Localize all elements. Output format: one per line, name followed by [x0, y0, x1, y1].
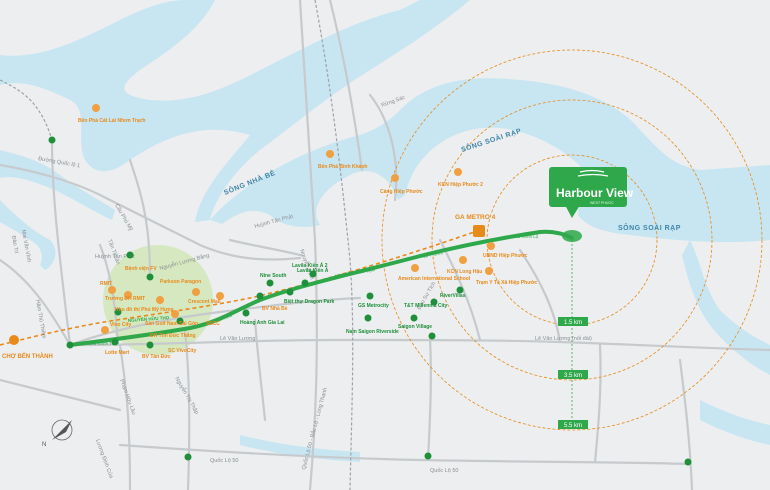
poi-cang-hiep-phuoc: Cảng Hiệp Phước	[380, 189, 423, 195]
road-le-van-luong-noi-dai: Lê Văn Lương (nối dài)	[535, 336, 592, 342]
poi-kcn-hiep-phuoc-2: KCN Hiệp Phước 2	[438, 182, 483, 188]
railway-line	[314, 0, 354, 490]
ben-thanh-icon	[9, 335, 19, 345]
road-huynh-tan-phat: Huỳnh Tấn Phát	[95, 254, 135, 260]
train-icon	[473, 225, 485, 237]
green-poi-markers	[48, 136, 692, 466]
green-poi-labels: Nine South Lavila Kiến Á Biệt thự Dragon…	[105, 262, 466, 360]
poi-lavila-kien-a: Lavila Kiến Á	[297, 267, 329, 274]
orange-poi-labels: Bến Phà Cát Lái Nhơn Trạch Bến Phà Bình …	[78, 117, 537, 339]
distance-label-2: 3.5 km	[564, 373, 582, 379]
poi-rmit-univ: Trường ĐH RMIT	[105, 296, 145, 302]
orange-poi-markers	[92, 104, 495, 334]
brand-tagline: WEST PHUOC	[590, 201, 614, 205]
road-quoc-lo-50-b: Quốc Lộ 50	[430, 468, 458, 474]
distance-badge-1	[558, 317, 588, 326]
road-tan-thuan: Tân Thuận	[106, 239, 121, 266]
poi-american-school: American International School	[398, 276, 471, 282]
poi-nine-south: Nine South	[260, 273, 286, 279]
main-route	[68, 229, 574, 347]
poi-vivo-city: Vivo City	[110, 322, 132, 328]
distance-badge-3	[558, 420, 588, 429]
poi-dragon-park: Biệt thự Dragon Park	[284, 299, 335, 305]
water-bodies	[0, 0, 770, 462]
poi-saigon-village: Saigon Village	[398, 324, 432, 330]
harbour-view-pin[interactable]	[549, 167, 627, 242]
poi-ben-pha-cat-lai: Bến Phà Cát Lái Nhơn Trạch	[78, 117, 145, 124]
poi-river-villas: RiverVillas	[440, 293, 466, 299]
road-quoc-lo-50-a: Quốc Lộ 50	[210, 458, 238, 464]
road-nguyen-van-tao: NGUYỄN VĂN TẠO	[334, 266, 376, 279]
poi-hoang-anh: Hoàng Anh Gia Lai	[240, 320, 285, 326]
road-dao-tri: Đào Trí	[10, 235, 19, 254]
road-cau-hiep-phuoc: Cầu Hiệp Phước	[409, 250, 444, 261]
poi-secc: SECC	[206, 321, 220, 327]
poi-lavila-2: Lavila Kiến Á 2	[292, 262, 328, 269]
distance-label-1: 1.5 km	[564, 320, 582, 326]
poi-ubnd-hiep-phuoc: UBND Hiệp Phước	[483, 253, 528, 259]
poi-lotte-mart: Lotte Mart	[105, 350, 130, 356]
road-nguyen-thi-thap: Nguyễn Thị Thập	[173, 376, 200, 416]
road-le-van-luong: Lê Văn Lương	[220, 336, 255, 342]
brand-name: Harbour View	[556, 186, 634, 200]
poi-bv-fv: Bệnh viện FV	[125, 266, 157, 272]
metro-station-label: GA METRO 4	[455, 214, 496, 221]
distance-bars: 1.5 km 3.5 km 5.5 km	[558, 240, 588, 429]
poi-tram-y-te: Trạm Y Tế Xã Hiệp Phước	[476, 279, 537, 286]
road-luong-dinh-cua: Lương Định Của	[94, 438, 115, 480]
railway-line-2	[0, 79, 53, 141]
poi-gs-metrocity: GS Metrocity	[358, 303, 389, 309]
distance-badge-2	[558, 370, 588, 379]
poi-parkson: Parkson Paragon	[160, 279, 201, 285]
poi-sc-vivocity: SC VivoCity	[168, 348, 196, 354]
road-cau-kenh-te: Cầu Kênh Tẻ	[88, 341, 115, 346]
ben-thanh-label: CHỢ BẾN THÀNH	[2, 353, 53, 360]
poi-rmit: RMIT	[100, 281, 112, 287]
poi-tt-millennia: T&T Millennia City	[404, 303, 448, 309]
poi-ben-pha-binh-khanh: Bến Phà Bình Khánh	[318, 163, 367, 170]
poi-golf: Sân Golf Nam Sài Gòn	[145, 321, 198, 327]
road-cau-kenh-lo: Cầu Kênh Lộ	[512, 234, 539, 239]
poi-bv-nha-be: BV Nhà Bè	[262, 306, 288, 312]
compass-icon	[51, 419, 73, 441]
road-nguyen-huu-tho: NGUYỄN HỮU THỌ	[128, 314, 170, 323]
metro-line-4	[0, 229, 481, 346]
distance-label-3: 5.5 km	[564, 423, 582, 429]
poi-crescent-mall: Crescent Mall	[188, 299, 221, 305]
poi-nam-saigon-riverside: Nam Saigon Riverside	[346, 329, 399, 335]
road-rung-sac: Rừng Sác	[381, 95, 407, 109]
compass-north-label: N	[42, 442, 46, 448]
poi-phu-my-hung: Khu đô thị Phú Mỹ Hưng	[115, 307, 174, 313]
road-mai-van-vinh: Mai Văn Vĩnh	[20, 229, 32, 263]
poi-dh-ton-duc-thang: ĐH Tôn Đức Thắng	[150, 332, 196, 339]
poi-kcn-long-hau: KCN Long Hậu	[447, 269, 482, 275]
poi-bv-tan-duc: BV Tân Đức	[142, 354, 171, 360]
river-label-soai-rap-2: SÔNG SOÀI RẠP	[618, 223, 681, 232]
